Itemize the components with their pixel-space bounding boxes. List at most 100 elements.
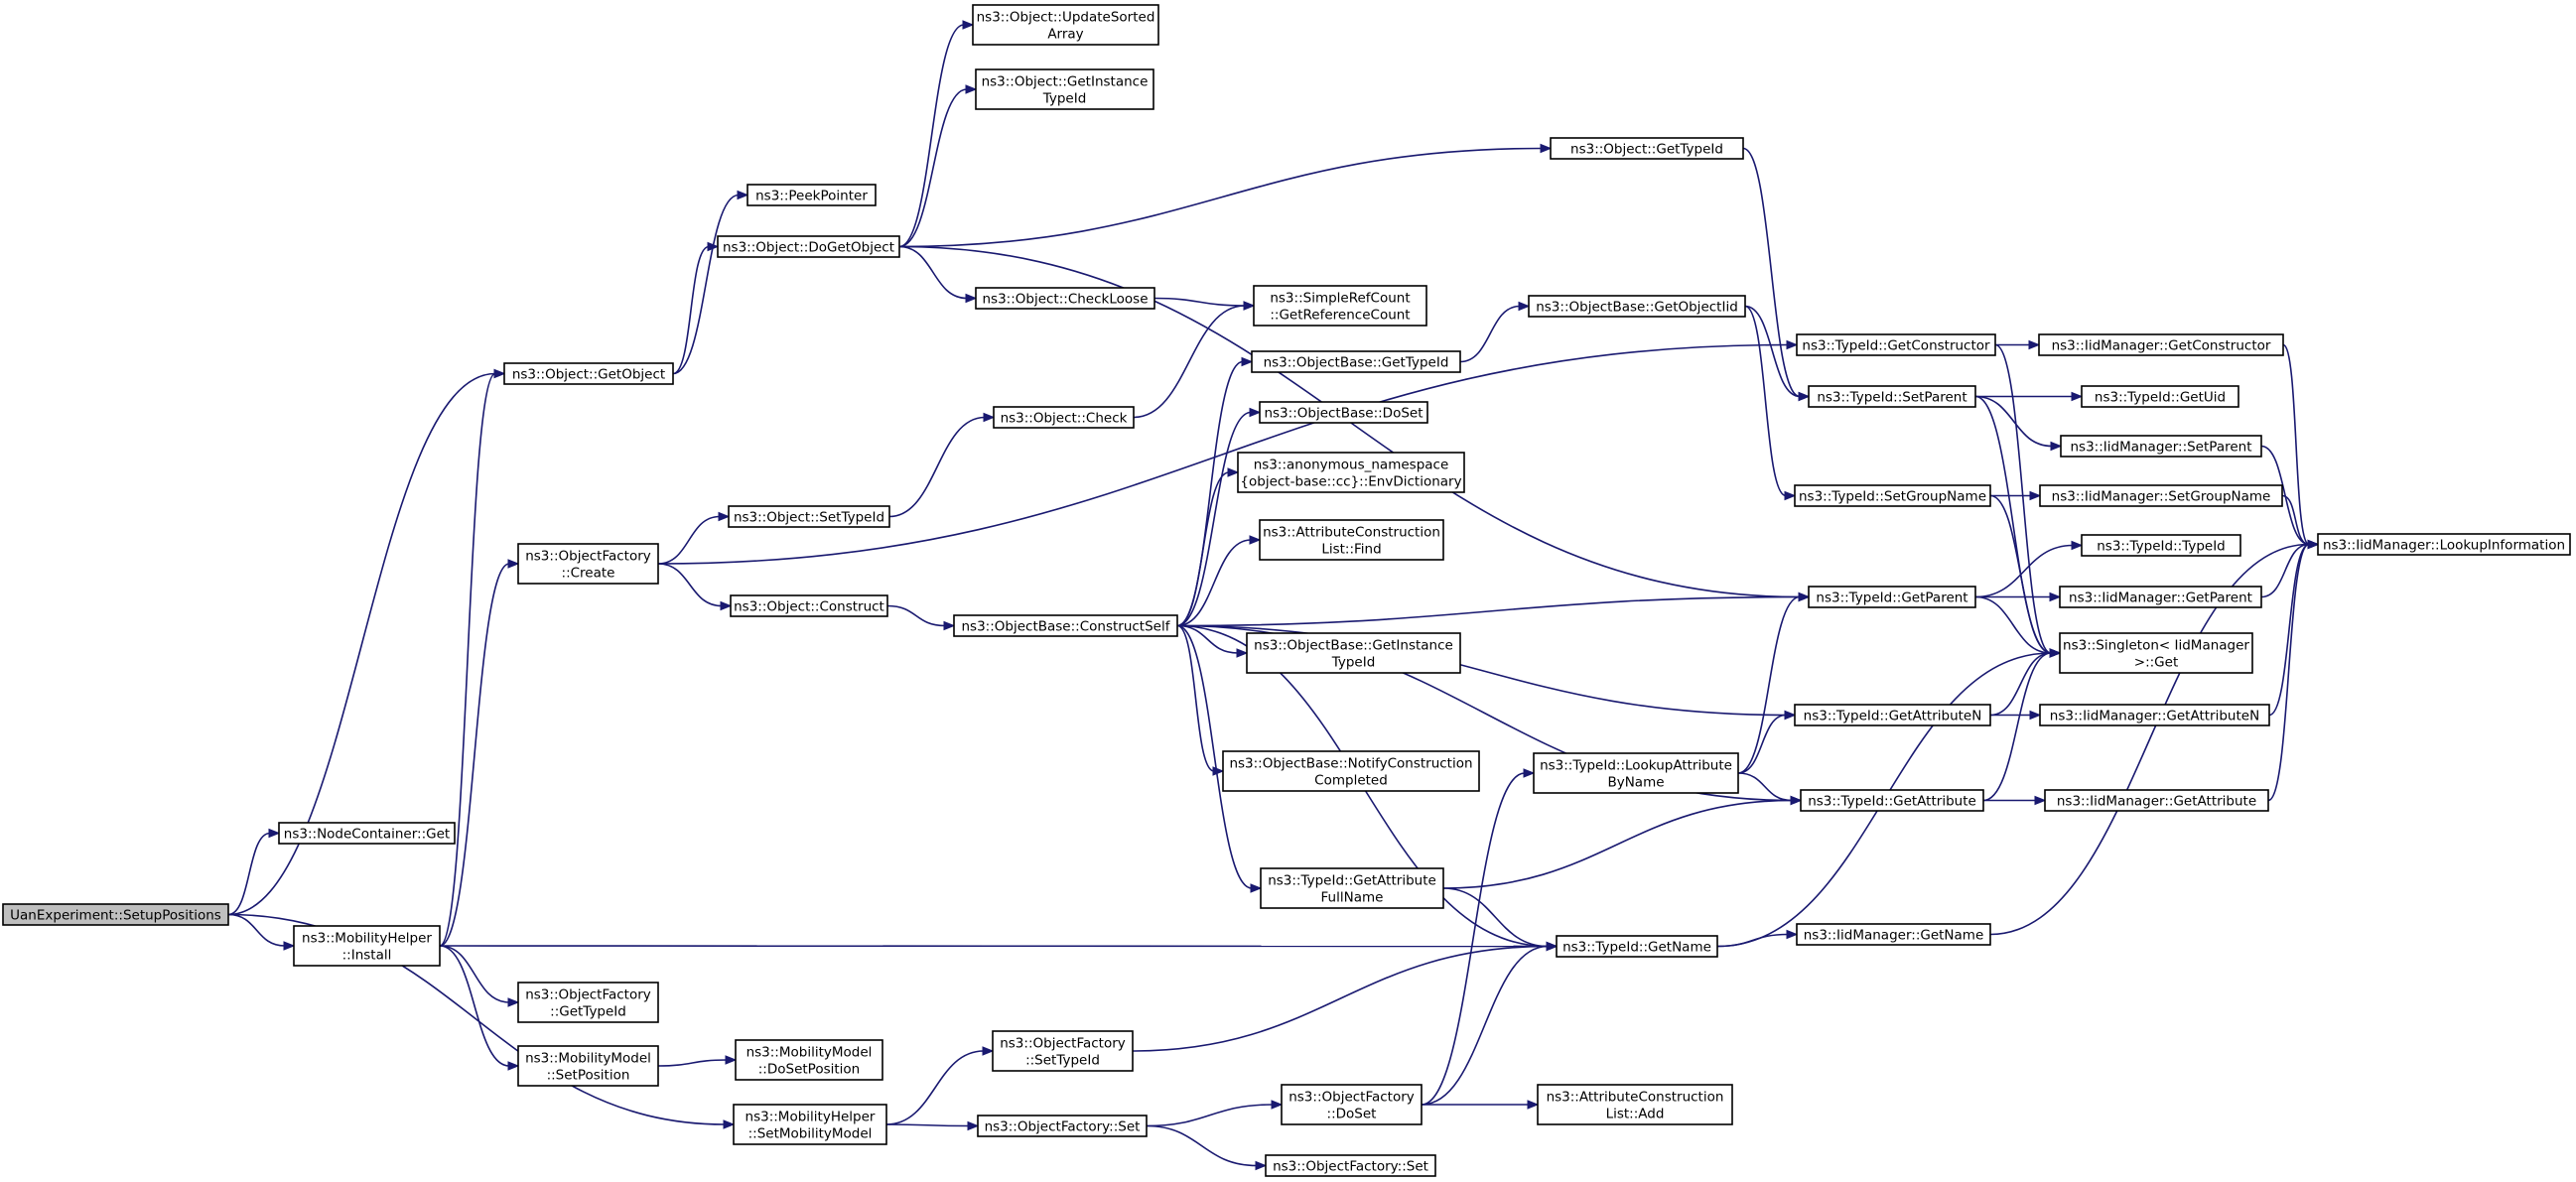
node-objfactory-set2[interactable]: ns3::ObjectFactory::Set: [1265, 1154, 1436, 1177]
edge-line: [227, 832, 271, 916]
edge-n_iidmanager_getparent-to-n_iidmanager_lookupinfo: [2260, 539, 2320, 598]
node-objfactory-gettypeid[interactable]: ns3::ObjectFactory::GetTypeId: [517, 982, 659, 1023]
node-label: ns3::TypeId::GetUid: [2095, 390, 2226, 406]
node-typeid-getconstructor[interactable]: ns3::TypeId::GetConstructor: [1796, 333, 1996, 356]
node-iidmanager-getparent[interactable]: ns3::IidManager::GetParent: [2059, 586, 2262, 608]
edge-n_iidmanager_getconstructor-to-n_iidmanager_lookupinfo: [2282, 343, 2320, 550]
node-label: List::Find: [1321, 542, 1381, 558]
node-object-dogetobject[interactable]: ns3::Object::DoGetObject: [717, 235, 900, 258]
node-singleton-get[interactable]: ns3::Singleton< IidManager>::Get: [2059, 632, 2253, 674]
node-iidmanager-getname[interactable]: ns3::IidManager::GetName: [1796, 923, 1991, 946]
node-mobmodel-setposition[interactable]: ns3::MobilityModel::SetPosition: [517, 1045, 659, 1087]
node-box: [1533, 752, 1739, 794]
edge-arrowhead: [1546, 941, 1559, 952]
node-label: ns3::SimpleRefCount: [1270, 291, 1410, 307]
node-label: {object-base::cc}::EnvDictionary: [1240, 474, 1461, 490]
node-box: [1260, 867, 1444, 909]
edge-n_mobhelper_install-to-n_mobmodel_setposition: [439, 945, 520, 1071]
node-label: ns3::IidManager::LookupInformation: [2323, 538, 2565, 554]
node-object-getobject[interactable]: ns3::Object::GetObject: [503, 362, 674, 385]
node-typeid-getname[interactable]: ns3::TypeId::GetName: [1556, 935, 1718, 958]
node-object-construct[interactable]: ns3::Object::Construct: [730, 594, 888, 617]
node-objectbase-notify[interactable]: ns3::ObjectBase::NotifyConstructionCompl…: [1222, 750, 1480, 792]
edge-arrowhead: [718, 511, 731, 522]
node-box: [2038, 333, 2284, 356]
node-label: ns3::IidManager::GetConstructor: [2052, 338, 2271, 354]
node-label: ::Install: [342, 948, 392, 964]
edge-arrowhead: [723, 1119, 736, 1129]
node-label: ns3::ObjectFactory: [1000, 1036, 1126, 1052]
node-label: ns3::MobilityHelper: [746, 1110, 876, 1125]
node-setup[interactable]: UanExperiment::SetupPositions: [2, 903, 229, 926]
node-mobhelper-setmodel[interactable]: ns3::MobilityHelper::SetMobilityModel: [733, 1104, 887, 1145]
node-typeid-getattribute[interactable]: ns3::TypeId::GetAttribute: [1800, 789, 1984, 812]
node-iidmanager-setparent[interactable]: ns3::IidManager::SetParent: [2060, 435, 2262, 458]
node-typeid-setparent[interactable]: ns3::TypeId::SetParent: [1808, 385, 1976, 408]
edge-arrowhead: [2071, 540, 2084, 551]
edge-arrowhead: [707, 241, 720, 252]
edge-line: [1737, 772, 1793, 802]
node-mobmodel-dosetposition[interactable]: ns3::MobilityModel::DoSetPosition: [735, 1039, 883, 1081]
node-objfactory-set[interactable]: ns3::ObjectFactory::Set: [977, 1115, 1148, 1137]
node-box: [1251, 350, 1461, 373]
node-iidmanager-getattribute[interactable]: ns3::IidManager::GetAttribute: [2044, 789, 2269, 812]
edge-arrowhead: [737, 190, 749, 200]
node-box: [2059, 586, 2262, 608]
node-iidmanager-getattributen[interactable]: ns3::IidManager::GetAttributeN: [2039, 704, 2270, 726]
node-objectbase-getobjectiid[interactable]: ns3::ObjectBase::GetObjectIid: [1528, 295, 1746, 318]
node-typeid-getuid[interactable]: ns3::TypeId::GetUid: [2081, 385, 2239, 408]
node-objectbase-doset[interactable]: ns3::ObjectBase::DoSet: [1259, 401, 1428, 424]
node-iidmanager-getconstructor[interactable]: ns3::IidManager::GetConstructor: [2038, 333, 2284, 356]
node-peekpointer[interactable]: ns3::PeekPointer: [746, 184, 877, 206]
node-envdictionary[interactable]: ns3::anonymous_namespace{object-base::cc…: [1237, 452, 1465, 493]
edge-line: [885, 1123, 970, 1127]
node-label: List::Add: [1606, 1107, 1665, 1122]
node-simplerefcount[interactable]: ns3::SimpleRefCount::GetReferenceCount: [1253, 285, 1427, 327]
node-box: [975, 287, 1155, 310]
node-label: ns3::IidManager::SetParent: [2071, 440, 2252, 456]
node-label: ns3::Singleton< IidManager: [2063, 638, 2249, 654]
node-iidmanager-lookupinfo[interactable]: ns3::IidManager::LookupInformation: [2317, 533, 2571, 556]
node-object-check[interactable]: ns3::Object::Check: [993, 406, 1135, 429]
node-typeid-getparent[interactable]: ns3::TypeId::GetParent: [1808, 586, 1976, 608]
node-object-gettypeid[interactable]: ns3::Object::GetTypeId: [1550, 137, 1744, 160]
node-box: [1222, 750, 1480, 792]
node-iidmanager-setgroupname[interactable]: ns3::IidManager::SetGroupName: [2039, 484, 2283, 507]
node-objectbase-gettypeid[interactable]: ns3::ObjectBase::GetTypeId: [1251, 350, 1461, 373]
node-mobhelper-install[interactable]: ns3::MobilityHelper::Install: [293, 925, 441, 967]
node-box: [2044, 789, 2269, 812]
node-typeid-typeid[interactable]: ns3::TypeId::TypeId: [2081, 534, 2241, 557]
node-label: ns3::TypeId::GetAttribute: [1808, 794, 1976, 810]
node-nodecontainer-get[interactable]: ns3::NodeContainer::Get: [278, 822, 456, 845]
node-typeid-setgroupname[interactable]: ns3::TypeId::SetGroupName: [1794, 484, 1991, 507]
node-box: [2060, 435, 2262, 458]
node-box: [977, 1115, 1148, 1137]
edge-arrowhead: [1227, 467, 1240, 477]
node-label: ns3::ObjectFactory::Set: [985, 1119, 1141, 1135]
node-objectbase-constructself[interactable]: ns3::ObjectBase::ConstructSelf: [953, 614, 1178, 637]
node-box: [1808, 385, 1976, 408]
node-box: [730, 594, 888, 617]
node-box: [517, 982, 659, 1023]
node-box: [746, 184, 877, 206]
edge-arrowhead: [2049, 648, 2062, 658]
node-objfactory-settypeid[interactable]: ns3::ObjectFactory::SetTypeId: [992, 1030, 1134, 1072]
node-objfactory-create[interactable]: ns3::ObjectFactory::Create: [517, 543, 659, 585]
node-box: [733, 1104, 887, 1145]
node-object-settypeid[interactable]: ns3::Object::SetTypeId: [728, 505, 890, 528]
node-object-checkloose[interactable]: ns3::Object::CheckLoose: [975, 287, 1155, 310]
node-objfactory-doset[interactable]: ns3::ObjectFactory::DoSet: [1281, 1084, 1423, 1125]
edge-line: [1176, 411, 1252, 627]
edge-arrowhead: [507, 559, 520, 569]
edge-line: [1442, 799, 1793, 889]
edge-arrowhead: [720, 600, 733, 611]
node-typeid-getattributen[interactable]: ns3::TypeId::GetAttributeN: [1794, 704, 1991, 726]
